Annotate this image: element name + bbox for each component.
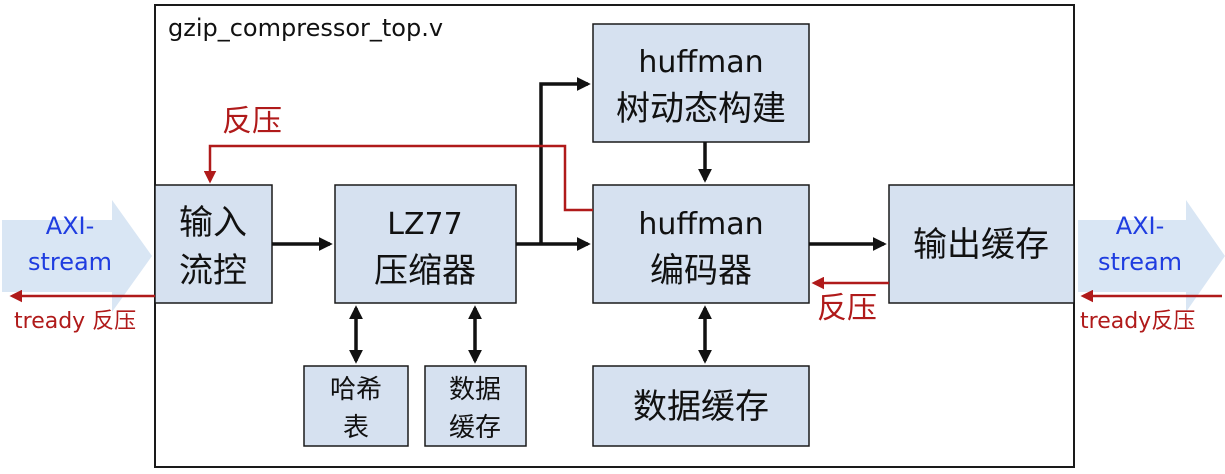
out-buf-label: 输出缓存 <box>913 225 1049 265</box>
right-axi-line2: stream <box>1098 248 1182 276</box>
small-data-buffer-block: 数据 缓存 <box>424 365 527 447</box>
huffman-encoder-block: huffman 编码器 <box>592 184 810 304</box>
input-ctrl-line2: 流控 <box>179 251 247 291</box>
buf-small-line2: 缓存 <box>449 413 501 443</box>
tree-line1: huffman <box>638 45 763 80</box>
right-axi-arrow <box>1078 200 1225 312</box>
lz77-line2: 压缩器 <box>374 251 476 291</box>
backpressure-encoder-to-input <box>203 144 593 212</box>
encoder-line2: 编码器 <box>650 251 752 291</box>
left-axi-line1: AXI- <box>46 212 95 240</box>
left-axi-arrow <box>2 200 152 312</box>
left-tready-label: tready 反压 <box>14 309 136 334</box>
buf-small-line1: 数据 <box>449 375 501 405</box>
module-title: gzip_compressor_top.v <box>168 14 443 42</box>
right-axi-line1: AXI- <box>1116 212 1165 240</box>
tree-line2: 树动态构建 <box>616 89 786 129</box>
huffman-tree-builder-block: huffman 树动态构建 <box>592 23 810 143</box>
hash-line1: 哈希 <box>330 375 382 405</box>
input-ctrl-line1: 输入 <box>179 203 247 243</box>
lz77-compressor-block: LZ77 压缩器 <box>334 184 517 304</box>
lz77-line1: LZ77 <box>387 207 462 242</box>
arrow-lz77-to-tree <box>539 77 591 244</box>
backpressure-label-mid: 反压 <box>817 291 877 326</box>
input-flow-control-block: 输入 流控 <box>154 184 273 304</box>
data-buf-label: 数据缓存 <box>633 387 769 427</box>
backpressure-label-top: 反压 <box>222 104 282 139</box>
hash-line2: 表 <box>343 413 369 443</box>
hash-table-block: 哈希 表 <box>303 365 409 447</box>
right-tready-label: tready反压 <box>1080 309 1195 334</box>
data-buffer-block: 数据缓存 <box>592 365 810 447</box>
output-buffer-block: 输出缓存 <box>888 184 1075 304</box>
encoder-line1: huffman <box>638 207 763 242</box>
left-axi-line2: stream <box>28 248 112 276</box>
